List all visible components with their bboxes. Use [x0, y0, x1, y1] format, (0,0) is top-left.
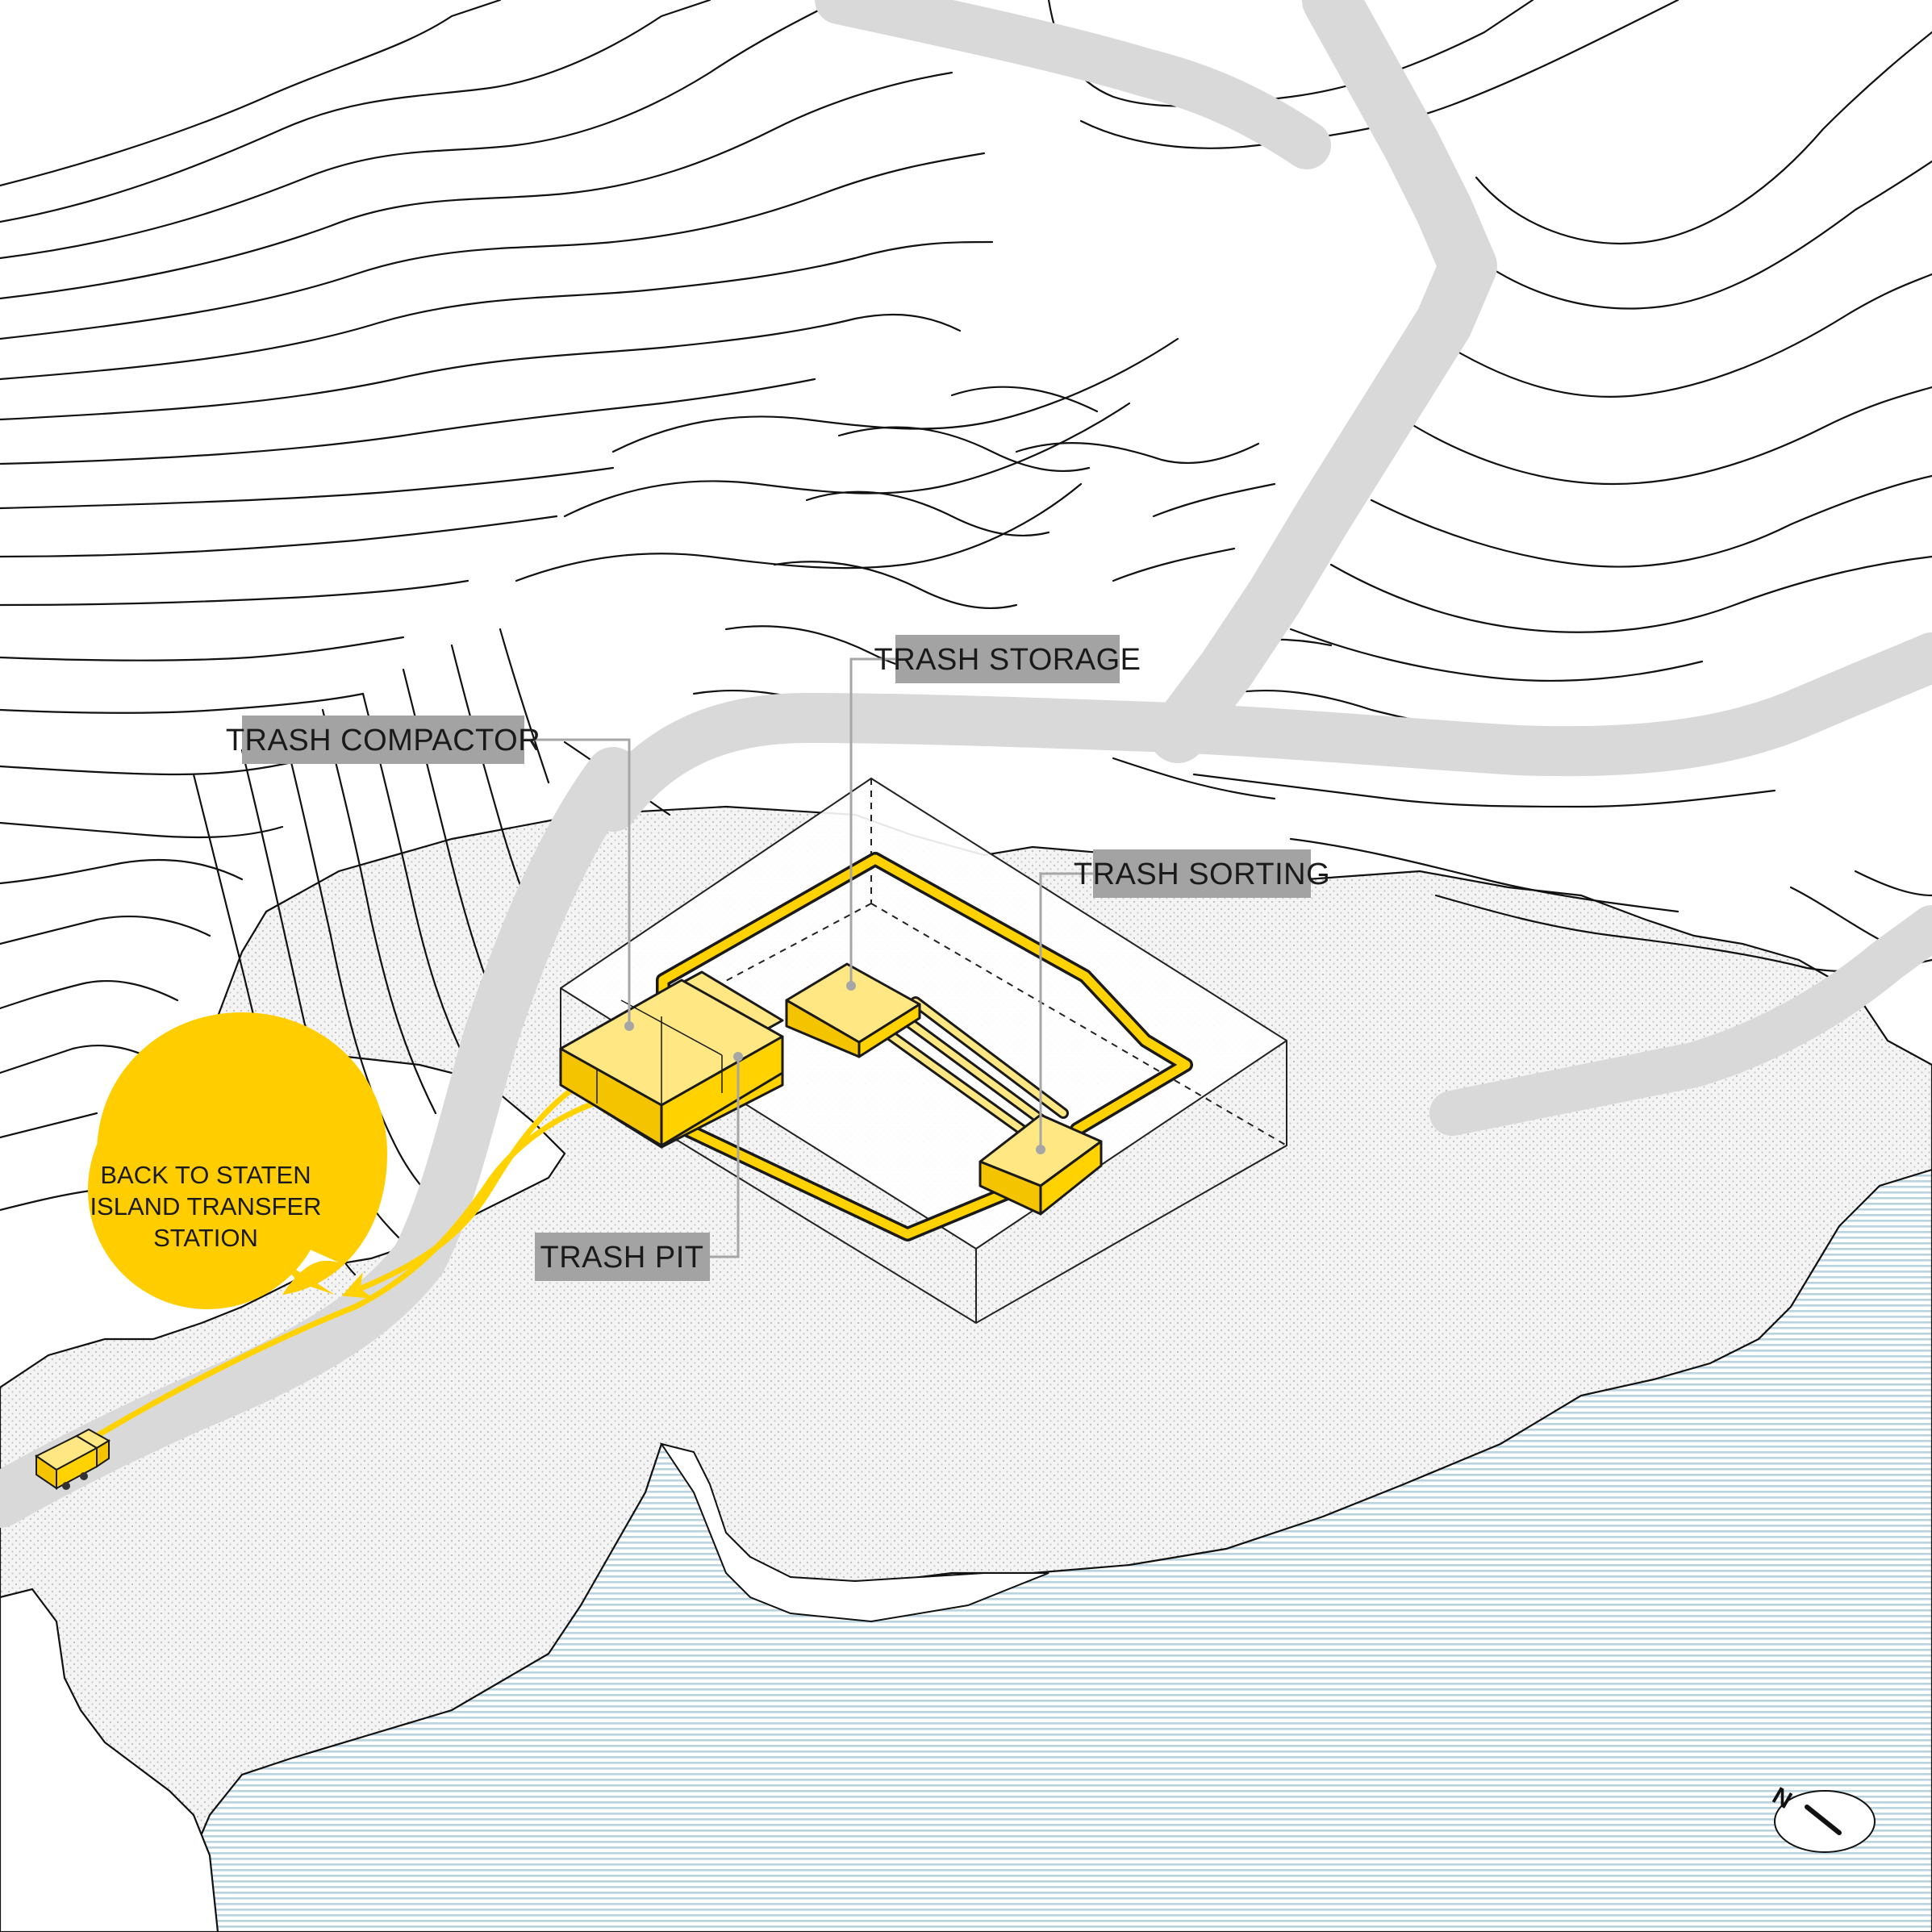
- label-trash-sorting-text: TRASH SORTING: [1074, 858, 1330, 891]
- peninsula: [659, 1442, 1049, 1623]
- garbage-truck-icon: [35, 1428, 111, 1490]
- bubble-line-1: BACK TO STATEN: [100, 1161, 311, 1189]
- label-trash-compactor: TRASH COMPACTOR: [226, 716, 540, 764]
- contour-lines: [0, 0, 1932, 1276]
- main-road-north: [1149, 0, 1497, 763]
- label-trash-sorting: TRASH SORTING: [1074, 849, 1330, 898]
- upper-road-branch: [815, 0, 1331, 169]
- return-arrow: [341, 1086, 576, 1299]
- label-trash-pit: TRASH PIT: [535, 1233, 710, 1281]
- bubble-line-3: STATION: [153, 1224, 258, 1252]
- label-leaders: [524, 657, 1093, 1258]
- label-trash-storage: TRASH STORAGE: [874, 635, 1141, 683]
- outbound-arrow: [94, 1087, 627, 1439]
- truck-route-arrows: [94, 1086, 627, 1439]
- storage-block: [785, 962, 921, 1058]
- north-arrow-needle: [1805, 1805, 1842, 1835]
- transfer-station-bubble: BACK TO STATEN ISLAND TRANSFER STATION: [88, 1012, 387, 1309]
- label-trash-pit-text: TRASH PIT: [540, 1241, 704, 1275]
- cross-road: [588, 632, 1932, 832]
- bubble-line-2: ISLAND TRANSFER: [90, 1192, 321, 1221]
- north-arrow: N: [1768, 1782, 1876, 1853]
- conveyor-system: [656, 852, 1193, 1241]
- compactor-block: [559, 970, 784, 1149]
- label-trash-compactor-text: TRASH COMPACTOR: [226, 724, 540, 757]
- lower-left-terrain: [0, 1588, 219, 1932]
- label-trash-storage-text: TRASH STORAGE: [874, 643, 1141, 677]
- east-spur-road: [1429, 905, 1932, 1136]
